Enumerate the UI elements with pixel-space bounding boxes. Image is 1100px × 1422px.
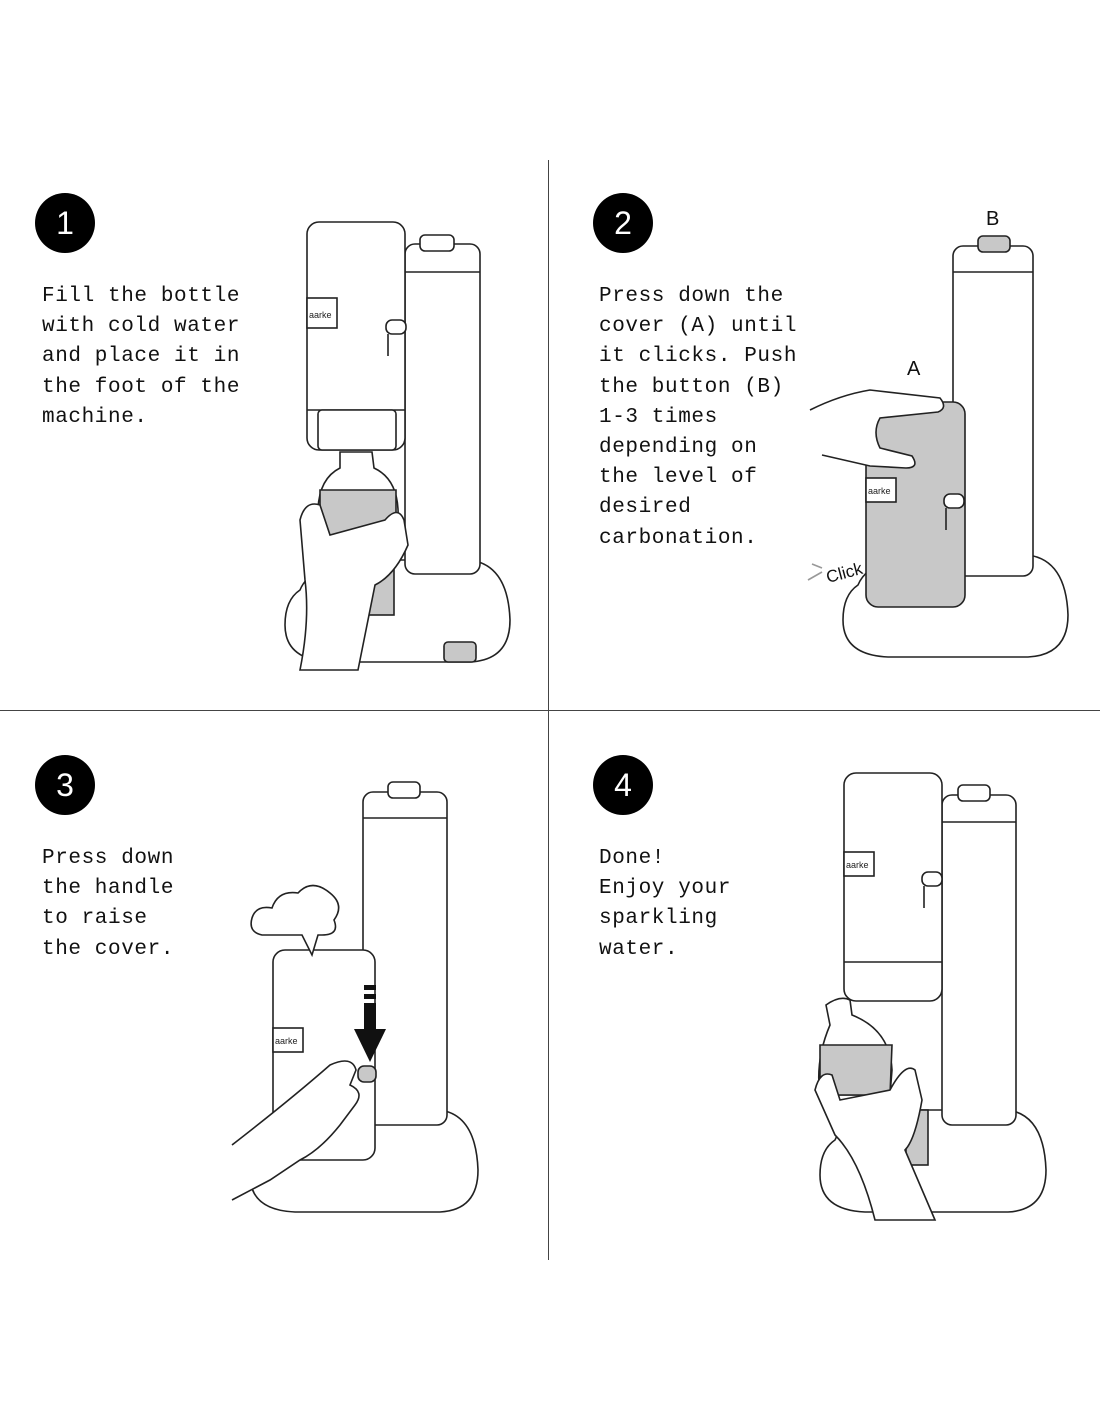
step-4-text: Done! Enjoy your sparkling water. bbox=[599, 847, 732, 961]
lever-handle bbox=[385, 319, 407, 335]
label-a: A bbox=[907, 358, 921, 380]
carbonation-button bbox=[387, 781, 421, 799]
brand-label bbox=[306, 297, 338, 329]
brand-label-text: aarke bbox=[275, 1036, 298, 1046]
brand-label-text: aarke bbox=[309, 310, 332, 320]
bottle-cover bbox=[843, 772, 943, 1002]
carbonation-button-b bbox=[977, 235, 1011, 253]
click-mark-icon bbox=[807, 571, 823, 581]
step-3-illustration: aarke bbox=[231, 781, 479, 1213]
machine-column bbox=[941, 794, 1017, 1126]
step-1-number: 1 bbox=[35, 193, 95, 253]
arrow-down-icon bbox=[354, 985, 386, 1062]
hand bbox=[814, 1067, 937, 1221]
carbonation-button bbox=[957, 784, 991, 802]
lever-handle bbox=[943, 493, 965, 509]
hand bbox=[299, 503, 409, 671]
step-3-text: Press down the handle to raise the cover… bbox=[42, 847, 175, 961]
brand-label-text: aarke bbox=[846, 860, 869, 870]
step-3-number: 3 bbox=[35, 755, 95, 815]
machine-column bbox=[404, 243, 481, 575]
step-2-number: 2 bbox=[593, 193, 653, 253]
step-2-illustration: aarke A B Click bbox=[807, 208, 1069, 658]
label-b: B bbox=[986, 208, 999, 230]
step-1-text: Fill the bottle with cold water and plac… bbox=[42, 285, 241, 429]
hand bbox=[809, 389, 945, 469]
bottle-cap bbox=[443, 641, 477, 663]
lever-handle bbox=[921, 871, 943, 887]
hand bbox=[231, 1060, 360, 1201]
brand-label-text: aarke bbox=[868, 486, 891, 496]
step-2-text: Press down the cover (A) until it clicks… bbox=[599, 285, 798, 550]
cloud-icon bbox=[250, 884, 340, 958]
step-4-illustration: aarke bbox=[814, 772, 1047, 1221]
step-4-number: 4 bbox=[593, 755, 653, 815]
horizontal-divider bbox=[0, 710, 1100, 711]
step-1-illustration: aarke bbox=[284, 221, 511, 671]
carbonation-button bbox=[419, 234, 455, 252]
lever-handle bbox=[357, 1065, 377, 1083]
